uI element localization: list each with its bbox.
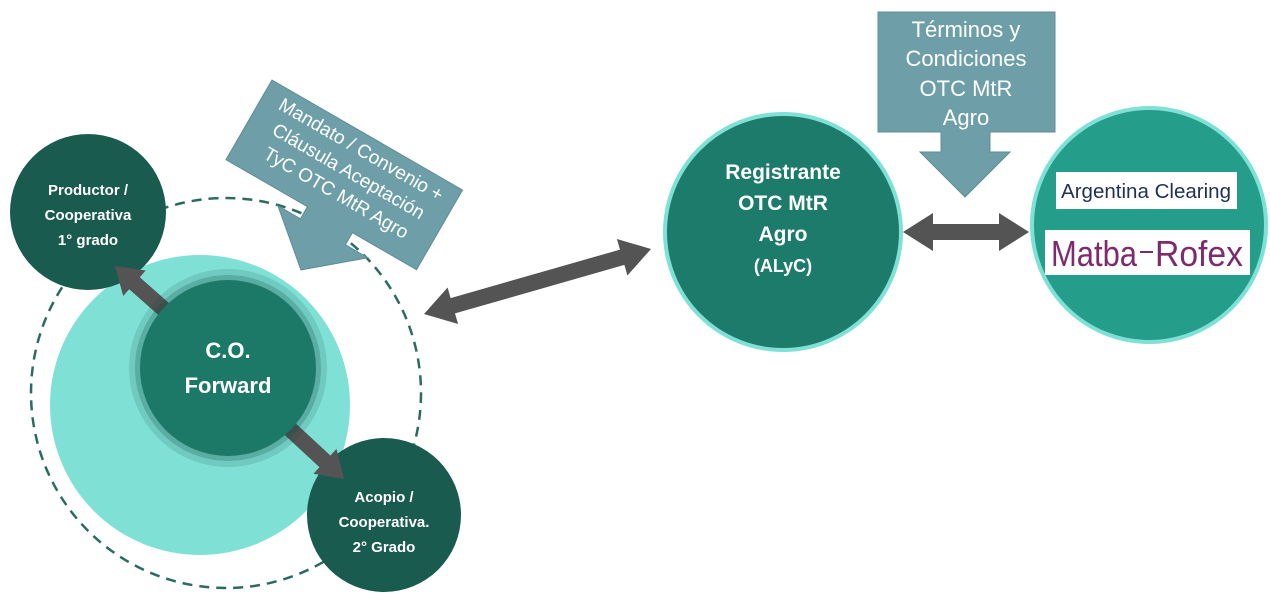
node-productor-label-line-2: Cooperativa (45, 207, 132, 224)
node-co-forward: C.O. Forward (129, 269, 327, 467)
node-registrante-label-line-3: Agro (759, 223, 808, 246)
callout-terminos-shape (877, 11, 1056, 198)
node-co-forward-label-line-1: C.O. (205, 338, 250, 363)
node-registrante-label-line-4: (ALyC) (754, 256, 812, 276)
node-acopio-circle (307, 438, 461, 592)
node-productor-circle (10, 134, 166, 290)
node-mercado: Argentina Clearing Matba Rofex (1030, 106, 1268, 344)
argentina-clearing-logo: Argentina Clearing (1056, 172, 1237, 209)
node-registrante-label-line-1: Registrante (725, 161, 841, 184)
callout-terminos-line-3: OTC MtR (920, 76, 1013, 101)
node-acopio: Acopio / Cooperativa. 2° Grado (307, 438, 461, 592)
node-productor-label-line-3: 1° grado (58, 232, 118, 249)
callout-terminos-line-2: Condiciones (905, 46, 1026, 71)
node-acopio-label-line-2: Cooperativa. (339, 514, 430, 531)
matba-rofex-logo-text-part-1: Matba (1051, 233, 1138, 274)
node-registrante: Registrante OTC MtR Agro (ALyC) (663, 112, 903, 352)
node-acopio-label-line-1: Acopio / (354, 489, 414, 506)
node-productor: Productor / Cooperativa 1° grado (10, 134, 166, 290)
node-acopio-label-line-3: 2° Grado (353, 539, 416, 556)
node-registrante-circle (663, 112, 903, 352)
node-registrante-label-line-2: OTC MtR (738, 192, 828, 215)
callout-mandato-shape (225, 79, 464, 271)
matba-rofex-logo: Matba Rofex (1045, 230, 1250, 275)
node-mercado-circle (1030, 106, 1268, 344)
node-co-forward-circle (140, 280, 316, 456)
node-co-forward-label-line-2: Forward (185, 373, 272, 398)
matba-rofex-logo-text-part-2: Rofex (1155, 233, 1243, 274)
node-productor-label-line-1: Productor / (48, 182, 129, 199)
dashed-boundary-circle (29, 196, 423, 590)
double-arrow-registrante-to-mercado (903, 213, 1029, 251)
argentina-clearing-logo-background (1056, 172, 1237, 209)
argentina-clearing-logo-text: Argentina Clearing (1061, 181, 1231, 203)
callout-terminos-line-4: Agro (943, 105, 989, 130)
double-arrow-cluster-to-registrante (424, 239, 651, 324)
callout-terminos-line-1: Términos y (912, 17, 1021, 42)
callout-terminos: Términos y Condiciones OTC MtR Agro (877, 11, 1056, 198)
